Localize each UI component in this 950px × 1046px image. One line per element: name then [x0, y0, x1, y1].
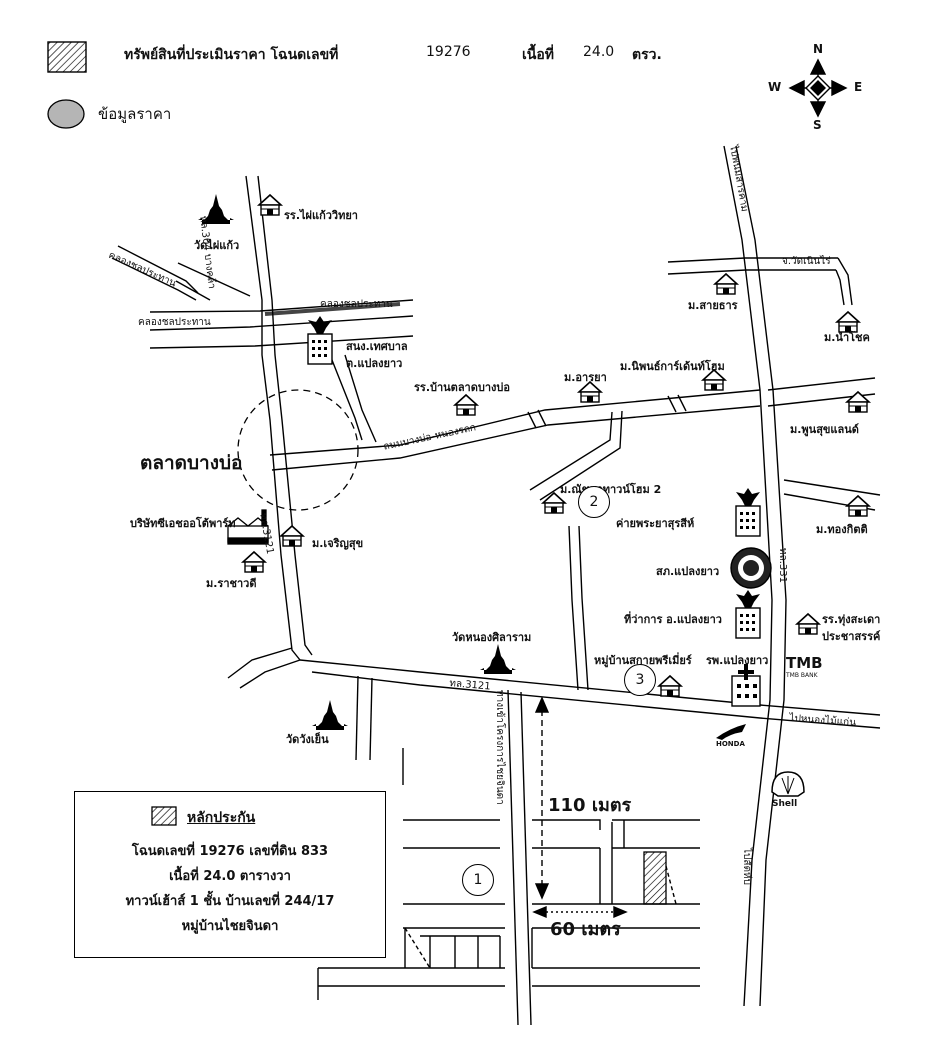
label-hospital-village: หมู่บ้านสกายพรีเมี่ยร์ — [594, 654, 692, 667]
collateral-deed-line: โฉนดเลขที่ 19276 เลขที่ดิน 833 — [131, 844, 329, 859]
house-icon — [658, 675, 682, 697]
label-project-entrance: ทางเข้าโครงการไชยจินดา — [494, 690, 505, 805]
label-wat-wang-yen: วัดวังเย็น — [286, 733, 329, 746]
price-marker-3: 3 — [624, 664, 656, 696]
label-school-thungsadao-1: รร.ทุ่งสะเดา — [822, 613, 881, 626]
label-m-namchok: ม.นำโชค — [824, 331, 870, 344]
label-m-thongkitti: ม.ทองกิตติ — [816, 523, 868, 536]
shell-logo: Shell — [772, 799, 798, 809]
legend-price-data-label: ข้อมูลราคา — [98, 105, 172, 123]
label-m-saithan: ม.สายธาร — [688, 299, 738, 312]
label-district-office: ที่ว่าการ อ.แปลงยาว — [624, 613, 722, 626]
factory-icon — [227, 509, 269, 545]
tmb-logo-subtitle: TMB BANK — [786, 672, 818, 679]
label-m-rachawadi: ม.ราชาวดี — [206, 577, 257, 590]
compass-north: N — [813, 42, 824, 56]
school-icon — [454, 394, 478, 416]
house-icon — [280, 525, 304, 547]
honda-logo: HONDA — [716, 740, 745, 748]
school-icon — [258, 194, 282, 216]
price-marker-1: 1 — [462, 864, 494, 896]
label-canal-lower: คลองชลประทาน — [138, 317, 211, 328]
house-icon — [714, 273, 738, 295]
label-school-phai-kaeo: รร.ไผ่แก้ววิทยา — [284, 209, 358, 222]
label-camp: ค่ายพระยาสุรสีห์ — [616, 517, 695, 530]
collateral-house-line: ทาวน์เฮ้าส์ 1 ชั้น บ้านเลขที่ 244/17 — [125, 894, 335, 909]
label-wat-nong-sila: วัดหนองศิลาราม — [452, 631, 532, 644]
tmb-logo: TMB — [786, 654, 823, 672]
label-market: ตลาดบางบ่อ — [140, 452, 243, 474]
collateral-area-line: เนื้อที่ 24.0 ตารางวา — [169, 869, 291, 884]
price-marker-2: 2 — [578, 486, 610, 518]
legend-area-unit: ตรว. — [632, 47, 662, 63]
label-m-araya: ม.อารยา — [564, 371, 607, 384]
label-hospital: รพ.แปลงยาว — [706, 654, 769, 667]
label-canal-upper: คลองชลประทาน — [320, 299, 393, 310]
collateral-title: หลักประกัน — [187, 810, 256, 826]
label-road-331: ทล.331 — [777, 548, 788, 583]
distance-horizontal: 60 เมตร — [550, 919, 621, 940]
label-municipal-office-1: สนง.เทศบาล — [346, 340, 408, 353]
label-to-sattahip: ไปสัตหีบ — [741, 848, 752, 885]
temple-icon — [480, 644, 516, 674]
legend-subject-label: ทรัพย์สินที่ประเมินราคา โฉนดเลขที่ — [124, 47, 339, 63]
legend-area-label: เนื้อที่ — [522, 47, 554, 63]
label-market-school: รร.บ้านตลาดบางบ่อ — [414, 381, 510, 394]
temple-icon — [312, 700, 348, 730]
label-m-niphon: ม.นิพนธ์การ์เด้นท์โฮม — [620, 360, 725, 373]
compass-south: S — [813, 118, 822, 132]
distance-vertical: 110 เมตร — [548, 795, 632, 816]
police-station-icon — [730, 547, 772, 589]
army-camp-icon — [735, 487, 761, 537]
municipal-office-icon — [307, 315, 333, 365]
hospital-icon — [731, 664, 761, 707]
collateral-village-line: หมู่บ้านไชยจินดา — [181, 919, 279, 934]
district-office-icon — [735, 589, 761, 639]
label-m-charoensuk: ม.เจริญสุข — [312, 537, 364, 550]
label-police: สภ.แปลงยาว — [656, 565, 720, 578]
label-wat-noen-sai: จ.วัดเนินไร่ — [782, 256, 831, 267]
school-icon — [796, 613, 820, 635]
collateral-swatch-icon — [151, 806, 177, 826]
label-municipal-office-2: ต.แปลงยาว — [346, 357, 403, 370]
label-m-nanthaphat: ม.ณัชชาทาวน์โฮม 2 — [560, 483, 662, 496]
label-school-thungsadao-2: ประชาสรรค์ — [822, 630, 881, 643]
label-wat-phai-kaeo: วัดไผ่แก้ว — [194, 239, 240, 252]
legend-deed-number: 19276 — [426, 44, 471, 60]
honda-icon — [716, 724, 746, 740]
compass-west: W — [768, 80, 782, 94]
compass-east: E — [854, 80, 863, 94]
label-company: บริษัทซีเอชออโต้พาร์ท — [130, 517, 236, 530]
house-icon — [846, 495, 870, 517]
collateral-info-box: หลักประกัน โฉนดเลขที่ 19276 เลขที่ดิน 83… — [74, 791, 386, 958]
legend-area-value: 24.0 — [583, 44, 615, 60]
label-m-phunsuk: ม.พูนสุขแลนด์ — [790, 423, 859, 436]
